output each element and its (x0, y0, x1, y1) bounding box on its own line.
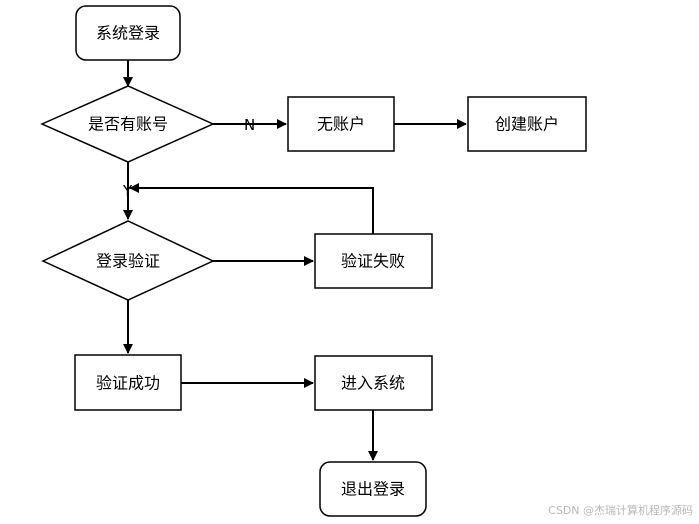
label-logout: 退出登录 (341, 480, 405, 499)
label-no-account: 无账户 (317, 115, 365, 134)
connectors (123, 60, 467, 461)
edge-label-no: N (244, 116, 255, 134)
label-enter-system: 进入系统 (341, 374, 405, 393)
node-has-account-decision (40, 85, 215, 163)
label-verify-fail: 验证失败 (341, 252, 405, 271)
edge-label-yes: Y (122, 182, 133, 200)
watermark: CSDN @杰瑞计算机程序源码 (548, 503, 693, 517)
node-verify-success (74, 354, 182, 411)
label-login-verify: 登录验证 (96, 252, 160, 271)
label-create-account: 创建账户 (495, 115, 559, 134)
node-enter-system (314, 355, 433, 411)
node-create-account (467, 96, 587, 152)
edge-verify-fail-loop-back (129, 183, 374, 234)
node-verify-fail (314, 233, 433, 289)
node-login-system (75, 5, 181, 61)
node-no-account (287, 96, 395, 152)
node-logout (319, 461, 427, 517)
label-has-account: 是否有账号 (88, 115, 168, 134)
label-verify-success: 验证成功 (96, 374, 160, 393)
node-login-verify-decision (41, 220, 215, 301)
label-login-system: 系统登录 (96, 24, 160, 43)
